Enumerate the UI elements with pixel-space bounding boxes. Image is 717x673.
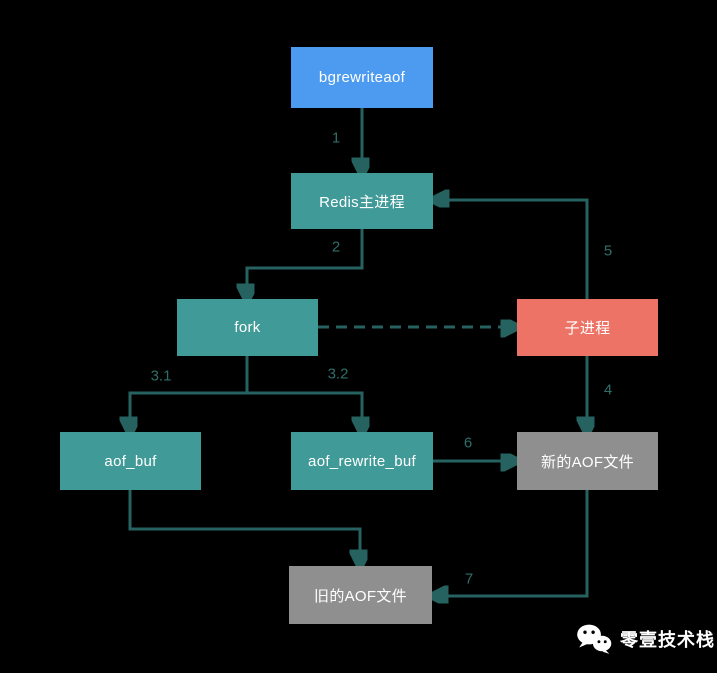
edge-label-5: 5 [603, 242, 613, 260]
edge-aofbuf-old-line [128, 490, 360, 563]
node-old-aof-file: 旧的AOF文件 [289, 566, 432, 624]
edge-label-2: 2 [331, 238, 341, 256]
edge-3-2-line [247, 391, 362, 430]
node-bgrewriteaof: bgrewriteaof [291, 47, 433, 108]
watermark-text: 零壹技术栈 [620, 630, 715, 650]
edge-7-line [435, 490, 589, 596]
edge-3-1-line [130, 356, 249, 430]
edge-label-3-1: 3.1 [150, 367, 172, 385]
edge-label-7: 7 [464, 570, 474, 588]
wechat-icon [577, 624, 612, 654]
node-aof-rewrite-buf: aof_rewrite_buf [291, 432, 433, 490]
edge-label-4: 4 [603, 381, 613, 399]
node-new-aof-file: 新的AOF文件 [517, 432, 658, 490]
node-child-process: 子进程 [517, 299, 658, 356]
node-redis-main-process: Redis主进程 [291, 173, 433, 229]
edge-label-1: 1 [331, 129, 341, 147]
watermark: 零壹技术栈 [576, 623, 715, 655]
edge-5-line [436, 200, 589, 299]
edge-2-line [247, 229, 364, 297]
node-aof-buf: aof_buf [60, 432, 201, 490]
edge-label-3-2: 3.2 [327, 365, 349, 383]
edge-label-6: 6 [463, 434, 473, 452]
node-fork: fork [177, 299, 318, 356]
